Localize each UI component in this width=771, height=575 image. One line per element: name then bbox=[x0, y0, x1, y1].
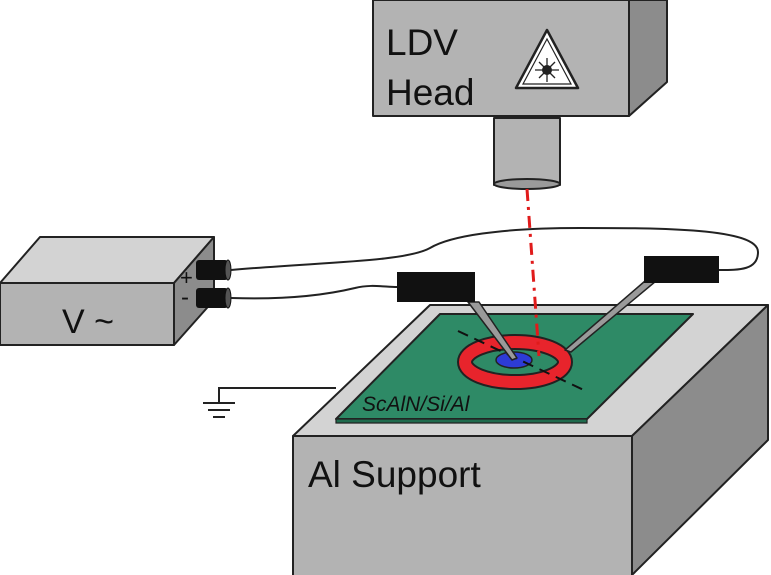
ldv-head-label-line1: LDV bbox=[386, 22, 458, 63]
al-support-label: Al Support bbox=[308, 454, 481, 495]
voltage-source-front bbox=[0, 282, 175, 346]
sample-edge bbox=[335, 418, 588, 424]
ldv-head-side bbox=[628, 0, 668, 117]
ldv-head bbox=[372, 0, 668, 190]
ground-icon bbox=[203, 402, 235, 418]
sample-label: ScAlN/Si/Al bbox=[362, 393, 471, 416]
voltage-source bbox=[0, 236, 215, 346]
laser-warning-icon bbox=[514, 28, 580, 90]
ldv-head-front bbox=[372, 0, 630, 117]
terminal-minus bbox=[196, 287, 232, 309]
scan-line bbox=[457, 330, 589, 393]
ldv-lens-barrel bbox=[493, 117, 561, 186]
al-support-front bbox=[292, 435, 633, 575]
laser-beam bbox=[525, 188, 541, 357]
voltage-source-label: V ~ bbox=[62, 303, 114, 341]
terminal-plus-label: + bbox=[180, 265, 193, 290]
probe-right bbox=[564, 256, 719, 353]
ring-electrode-fill bbox=[459, 336, 571, 388]
terminal-minus-label: - bbox=[181, 284, 189, 311]
wire-plus bbox=[230, 226, 760, 271]
terminal-plus bbox=[196, 259, 232, 281]
wire-ground bbox=[218, 387, 336, 402]
wire-minus bbox=[230, 284, 398, 300]
ldv-head-label-line2: Head bbox=[386, 72, 474, 113]
ldv-lens-bottom bbox=[493, 178, 561, 190]
probe-left bbox=[397, 272, 518, 361]
